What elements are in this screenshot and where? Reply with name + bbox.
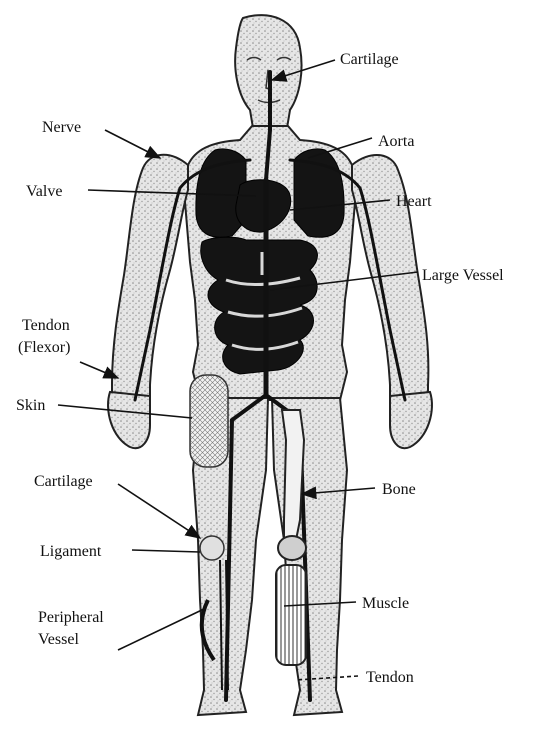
right-hand (390, 392, 432, 448)
leader-ligament (132, 550, 200, 552)
label-heart: Heart (396, 193, 432, 210)
leader-cartilage-knee (118, 484, 200, 538)
label-aorta: Aorta (378, 133, 414, 150)
label-tendon-flexor-2: (Flexor) (18, 339, 70, 356)
label-bone: Bone (382, 481, 416, 498)
left-hand (108, 392, 150, 448)
label-peripheral-vessel-1: Peripheral (38, 609, 104, 626)
label-valve: Valve (26, 183, 62, 200)
label-skin: Skin (16, 397, 45, 414)
muscle-striped (276, 565, 306, 665)
label-tendon: Tendon (366, 669, 414, 686)
label-cartilage-knee: Cartilage (34, 473, 93, 490)
label-peripheral-vessel-2: Vessel (38, 631, 79, 648)
label-large-vessel: Large Vessel (422, 267, 504, 284)
bone-graft (282, 410, 304, 540)
leader-peripheral-vessel (118, 608, 206, 650)
skin-patch (190, 375, 228, 467)
knee-joint (278, 536, 306, 560)
leader-nerve (105, 130, 160, 158)
label-cartilage-top: Cartilage (340, 51, 399, 68)
left-knee (200, 536, 224, 560)
label-muscle: Muscle (362, 595, 409, 612)
label-ligament: Ligament (40, 543, 102, 560)
label-tendon-flexor-1: Tendon (22, 317, 70, 334)
right-arm (352, 155, 428, 400)
label-nerve: Nerve (42, 119, 81, 136)
